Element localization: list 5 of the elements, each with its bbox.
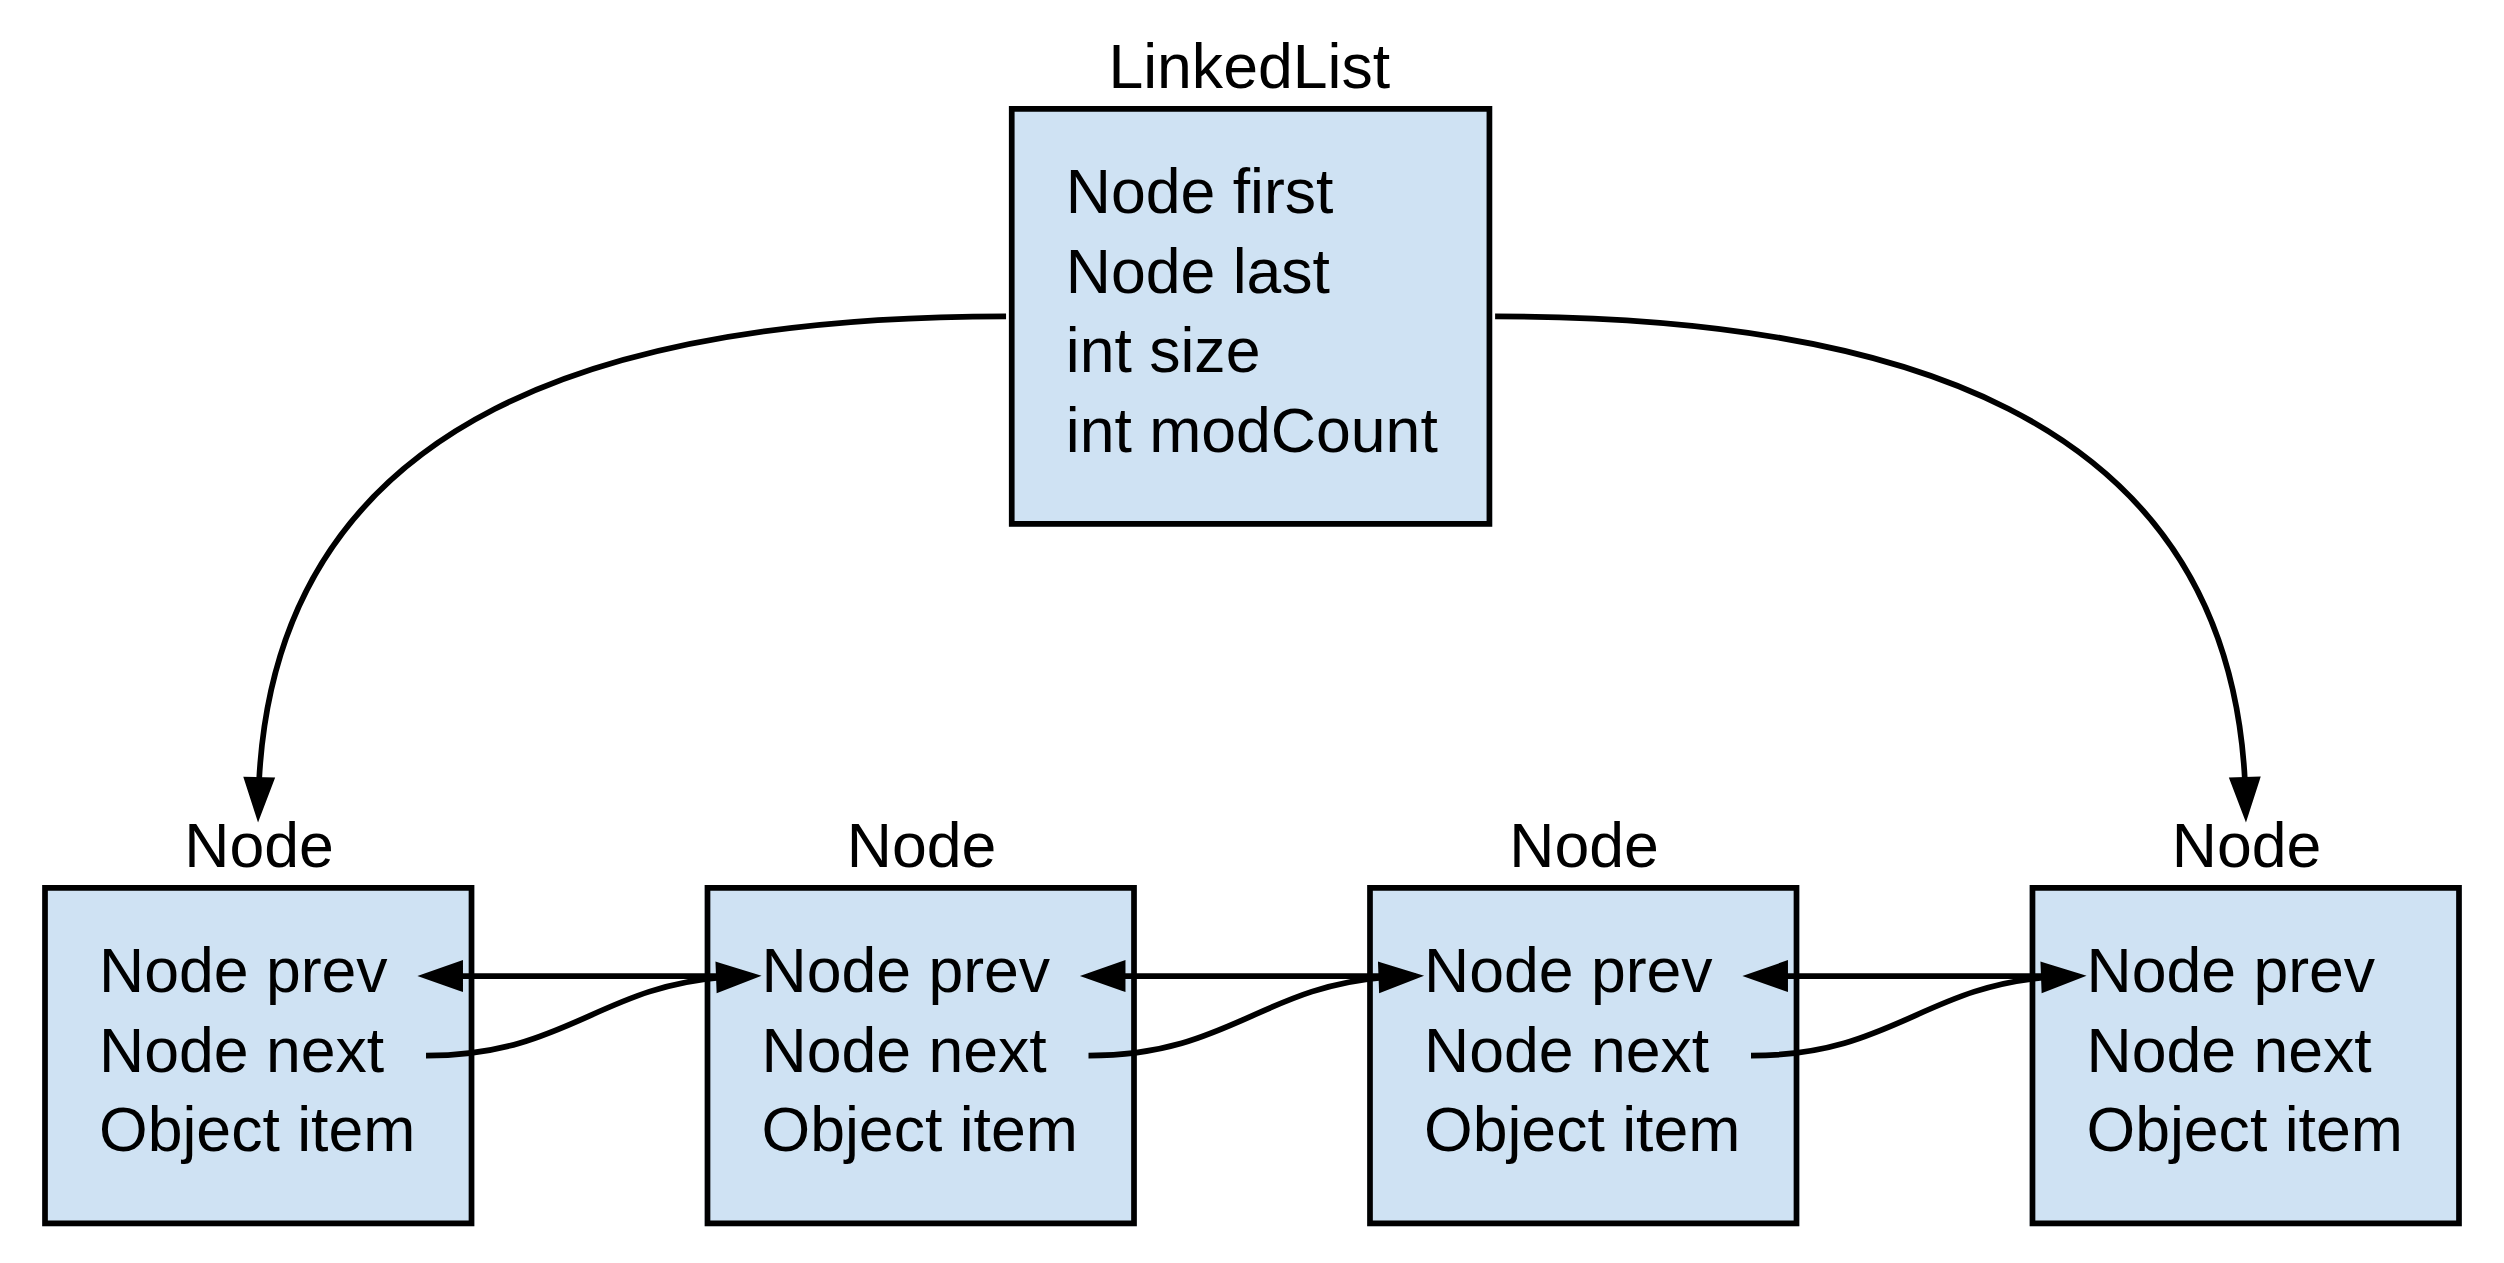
- node-label: Node: [1509, 809, 1659, 880]
- node-label: Node: [2171, 809, 2322, 880]
- node-label: Node: [184, 809, 334, 880]
- node-label: Node: [846, 809, 997, 880]
- node-label: LinkedList: [1108, 30, 1391, 101]
